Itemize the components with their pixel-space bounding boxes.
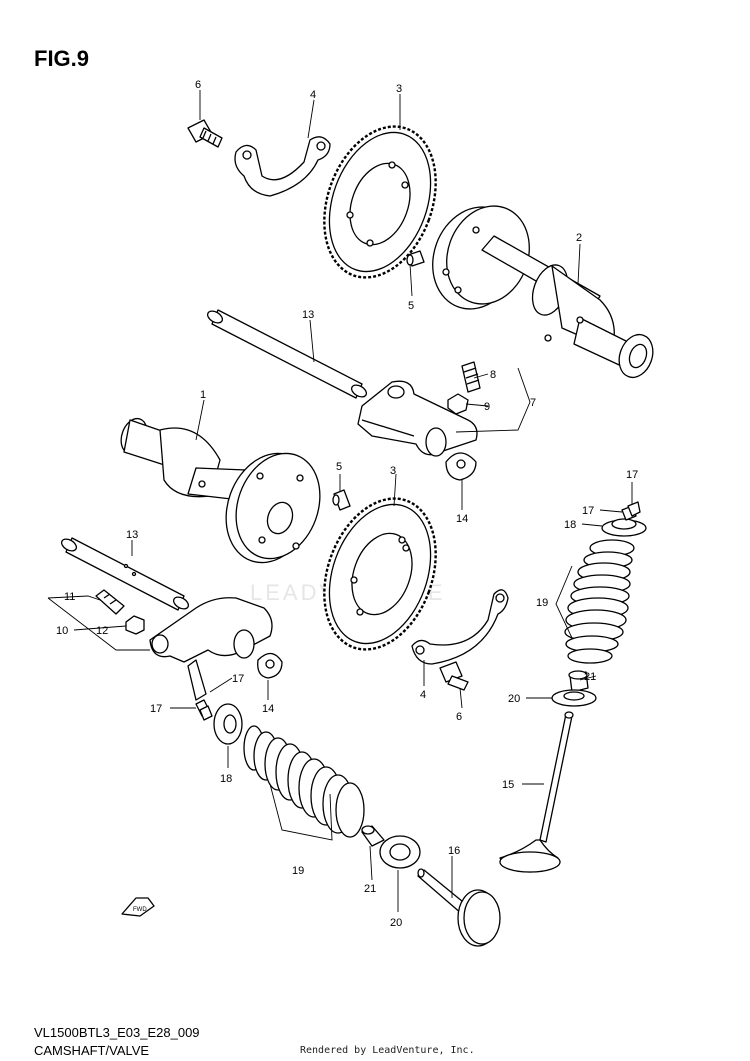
callout-19-left[interactable]: 19 xyxy=(292,865,304,877)
callout-13-top[interactable]: 13 xyxy=(302,309,314,321)
camshaft-part-1[interactable] xyxy=(117,415,334,575)
rocker-shaft-part-13-top[interactable] xyxy=(206,309,369,400)
cotter-part-17-right[interactable] xyxy=(621,501,641,521)
cam-chain-guide-part-14-left[interactable] xyxy=(257,652,283,679)
callout-7[interactable]: 7 xyxy=(530,397,536,409)
callout-16[interactable]: 16 xyxy=(448,845,460,857)
callout-15[interactable]: 15 xyxy=(502,779,514,791)
spring-seat-part-20-right[interactable] xyxy=(551,689,597,707)
valve-spring-part-19-left[interactable] xyxy=(243,725,365,838)
callout-6-top[interactable]: 6 xyxy=(195,79,201,91)
callout-21-right[interactable]: 21 xyxy=(584,671,596,683)
adjusting-screw-part-11[interactable] xyxy=(95,589,125,615)
callout-20-right[interactable]: 20 xyxy=(508,693,520,705)
rocker-arm-part-10[interactable] xyxy=(149,597,273,701)
cam-chain-guide-part-14-right[interactable] xyxy=(445,452,477,481)
diagram-caption: CAMSHAFT/VALVE xyxy=(34,1043,150,1058)
svg-text:FWD: FWD xyxy=(133,907,147,913)
dowel-pin-part-5-top[interactable] xyxy=(406,250,425,267)
callout-21-left[interactable]: 21 xyxy=(364,883,376,895)
lock-plate-part-4-bottom[interactable] xyxy=(411,589,509,665)
oil-seal-part-21-right[interactable] xyxy=(568,670,589,693)
callout-5-mid[interactable]: 5 xyxy=(336,461,342,473)
cam-gear-part-3-top[interactable] xyxy=(304,111,455,293)
spring-retainer-part-18-left[interactable] xyxy=(213,703,243,745)
callout-18-left[interactable]: 18 xyxy=(220,773,232,785)
spring-seat-part-20-left[interactable] xyxy=(379,835,421,869)
lock-nut-part-9[interactable] xyxy=(447,393,469,415)
callout-8[interactable]: 8 xyxy=(490,369,496,381)
footer-credit: Rendered by LeadVenture, Inc. xyxy=(300,1045,475,1056)
callout-10[interactable]: 10 xyxy=(56,625,68,637)
callout-18-right[interactable]: 18 xyxy=(564,519,576,531)
callout-17-left-a[interactable]: 17 xyxy=(232,673,244,685)
rocker-shaft-part-13-left[interactable] xyxy=(60,537,191,612)
callout-5-top[interactable]: 5 xyxy=(408,300,414,312)
valve-spring-part-19-right[interactable] xyxy=(564,539,635,664)
spring-retainer-part-18-right[interactable] xyxy=(601,518,647,537)
callout-17-right-b[interactable]: 17 xyxy=(582,505,594,517)
callout-11[interactable]: 11 xyxy=(64,591,75,603)
cotter-part-17-left[interactable] xyxy=(195,699,213,721)
intake-valve-part-16[interactable] xyxy=(417,868,501,947)
cam-gear-part-3-mid[interactable] xyxy=(304,483,455,665)
dowel-pin-part-5-mid[interactable] xyxy=(332,489,351,511)
callout-6-bottom[interactable]: 6 xyxy=(456,711,462,723)
lock-plate-part-4-top[interactable] xyxy=(234,136,331,197)
callout-1[interactable]: 1 xyxy=(200,389,206,401)
callout-9[interactable]: 9 xyxy=(484,401,490,413)
diagram-code: VL1500BTL3_E03_E28_009 xyxy=(34,1025,200,1040)
callout-13-left[interactable]: 13 xyxy=(126,529,138,541)
callout-4-top[interactable]: 4 xyxy=(310,89,316,101)
front-direction-icon: FWD xyxy=(121,897,155,917)
callout-14-left[interactable]: 14 xyxy=(262,703,274,715)
callout-14-right[interactable]: 14 xyxy=(456,513,468,525)
callout-3-mid[interactable]: 3 xyxy=(390,465,396,477)
camshaft-part-2[interactable] xyxy=(419,194,659,382)
callout-19-right[interactable]: 19 xyxy=(536,597,548,609)
rocker-arm-part-7[interactable] xyxy=(357,380,478,457)
figure-title: FIG.9 xyxy=(34,46,90,71)
callout-4-bottom[interactable]: 4 xyxy=(420,689,426,701)
exhaust-valve-part-15[interactable] xyxy=(499,711,574,873)
callout-2[interactable]: 2 xyxy=(576,232,582,244)
callout-20-left[interactable]: 20 xyxy=(390,917,402,929)
callout-3-top[interactable]: 3 xyxy=(396,83,402,95)
adjusting-screw-part-8[interactable] xyxy=(461,361,481,393)
callout-17-right-a[interactable]: 17 xyxy=(626,469,638,481)
bolt-part-6-top[interactable] xyxy=(187,119,223,148)
callout-12[interactable]: 12 xyxy=(96,625,108,637)
lock-nut-part-12[interactable] xyxy=(125,615,145,635)
bolt-part-6-bottom[interactable] xyxy=(439,661,469,691)
callout-17-left-b[interactable]: 17 xyxy=(150,703,162,715)
oil-seal-part-21-left[interactable] xyxy=(361,825,385,847)
